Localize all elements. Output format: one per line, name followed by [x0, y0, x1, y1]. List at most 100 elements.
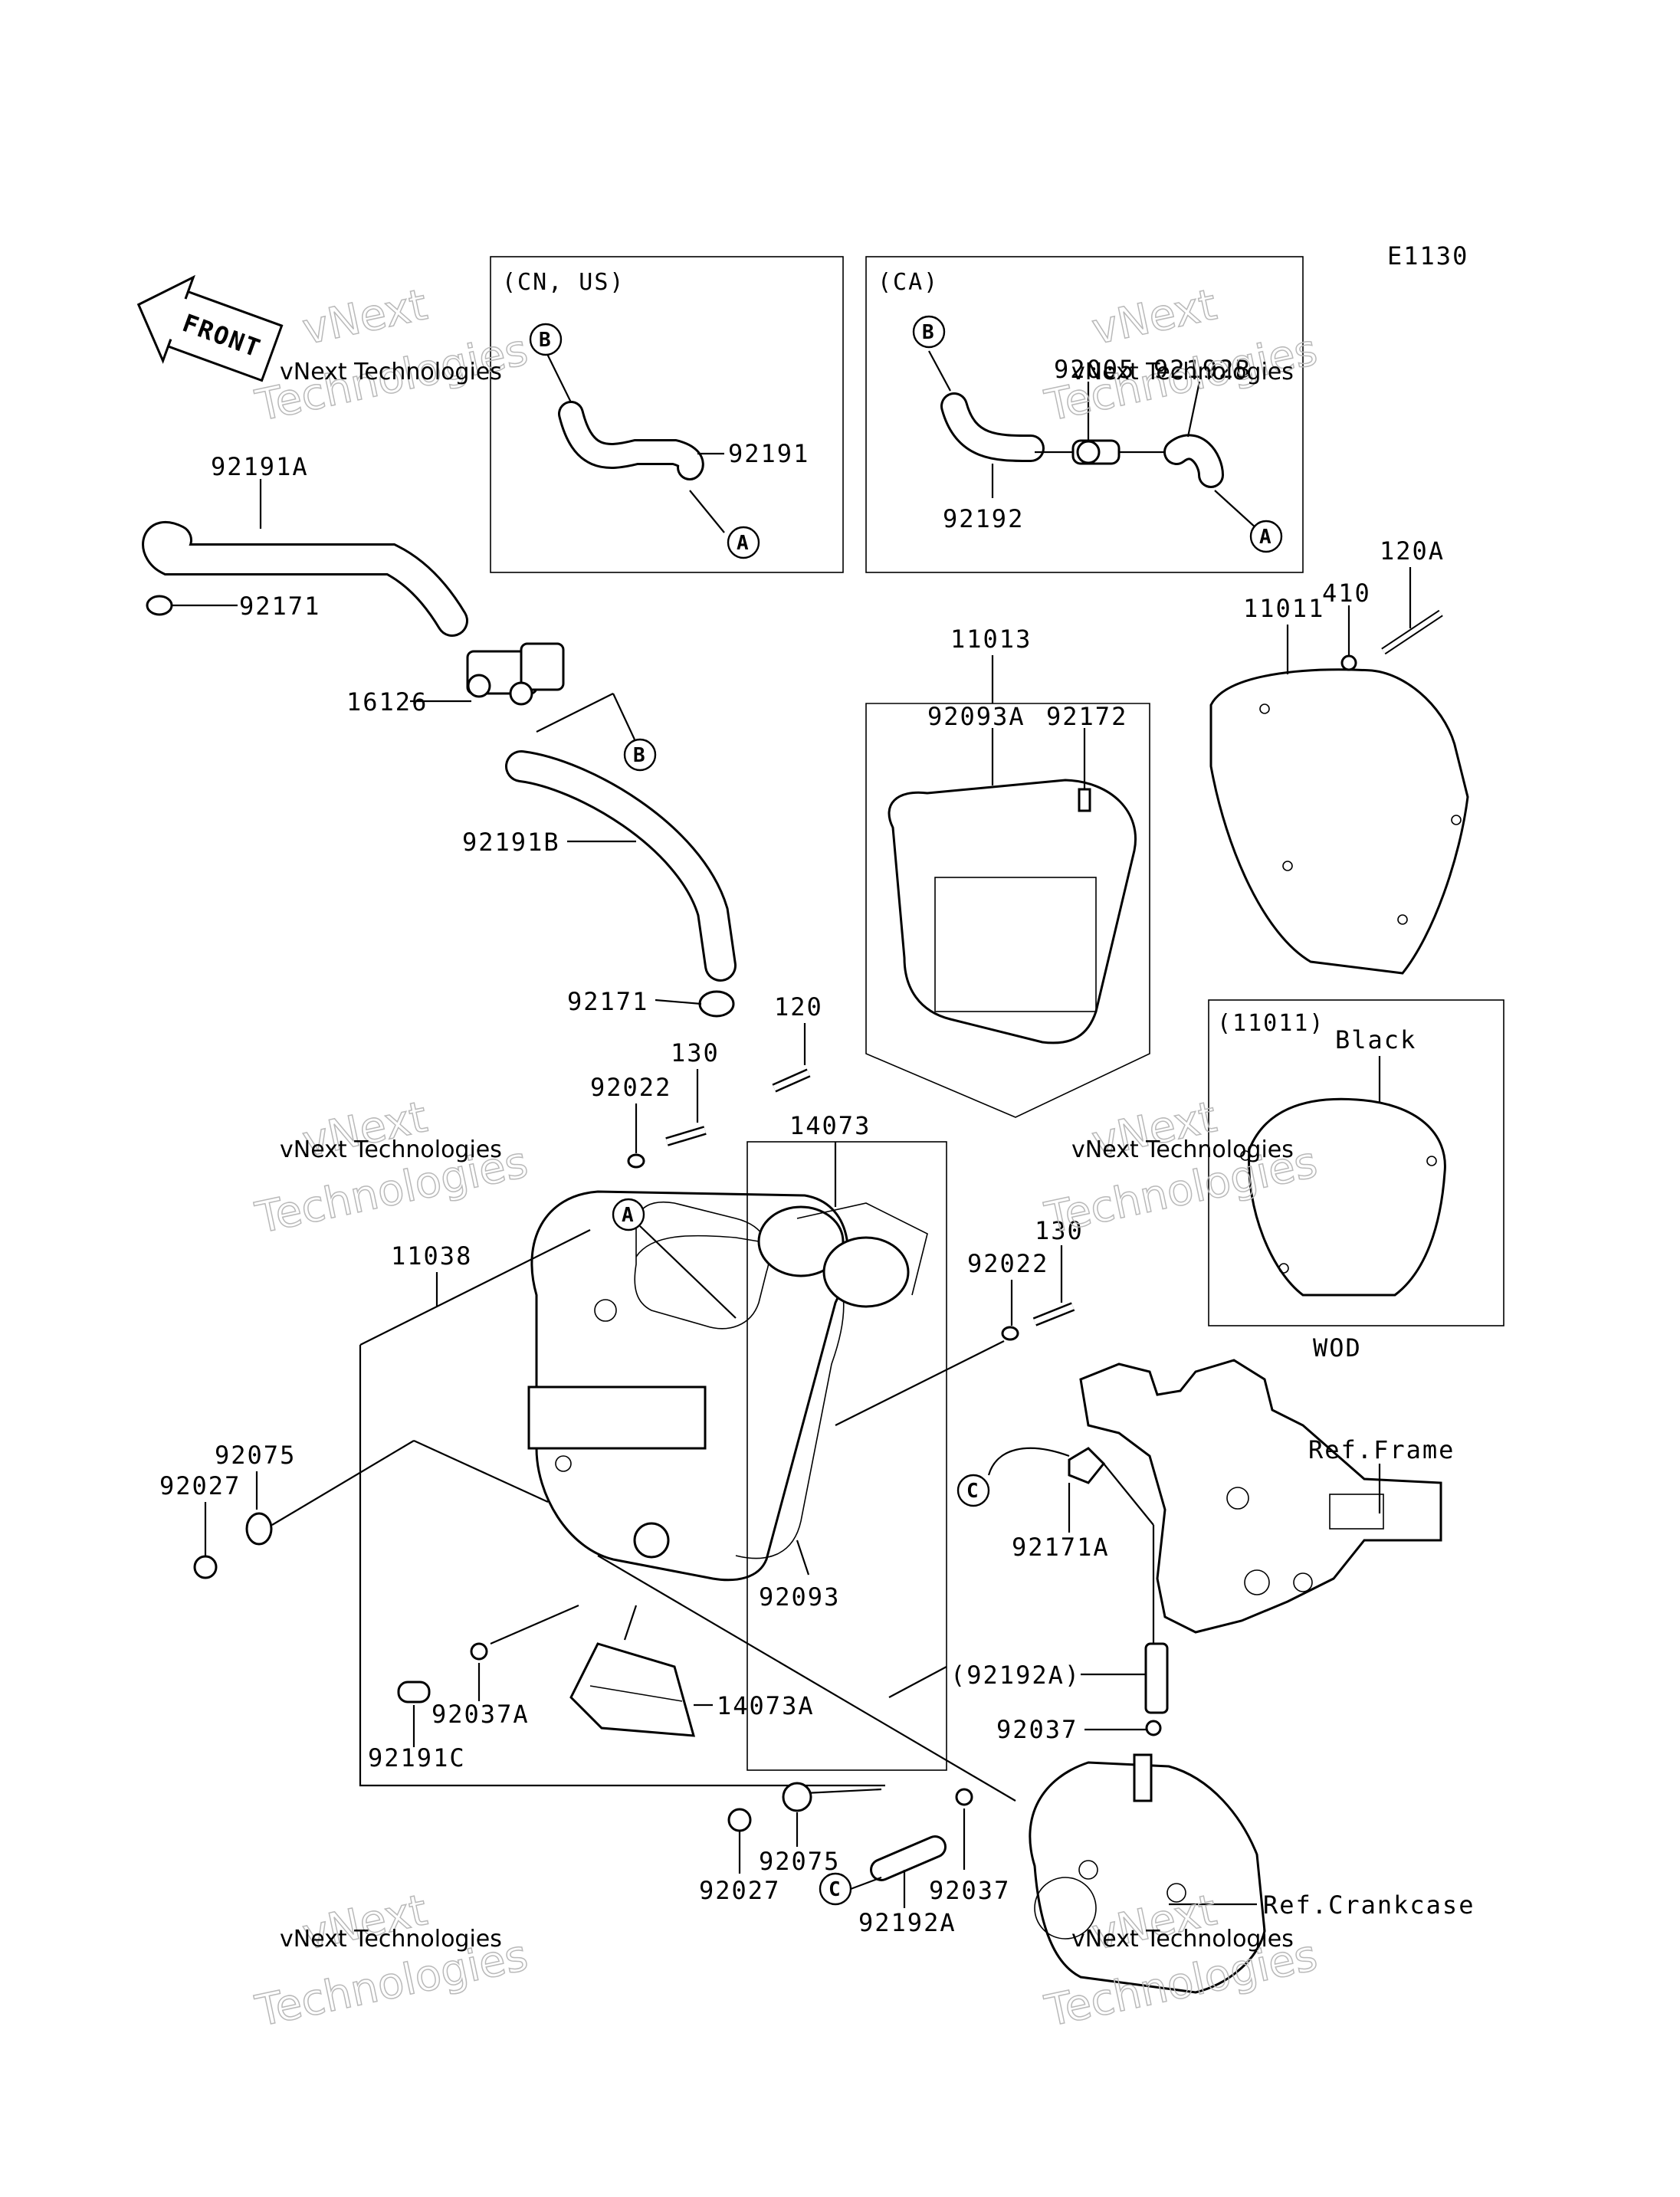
svg-text:120: 120	[774, 992, 823, 1021]
svg-text:92037: 92037	[929, 1876, 1010, 1905]
svg-text:92027: 92027	[159, 1471, 241, 1500]
tube-92192A-right	[1144, 1642, 1169, 1714]
svg-text:A: A	[622, 1204, 634, 1227]
washer-92022-right	[1001, 1326, 1019, 1341]
callout-b-ca: B	[912, 315, 946, 349]
callout-c-bottom: C	[819, 1872, 852, 1906]
washer-92022-left	[627, 1153, 645, 1169]
crankcase-section	[1029, 1753, 1266, 1994]
air-filter-element	[888, 779, 1137, 1044]
watermark-text-1: vNext Technologies	[280, 359, 502, 385]
watermark-text-6: vNext Technologies	[1071, 1926, 1294, 1953]
svg-text:92192B: 92192B	[1153, 355, 1252, 384]
svg-text:92005: 92005	[1054, 355, 1135, 384]
svg-text:14073: 14073	[789, 1111, 871, 1140]
filter-box-11013	[865, 703, 1150, 1118]
tube-92192A-bottom	[870, 1835, 947, 1881]
callout-c-frame: C	[956, 1474, 990, 1507]
svg-text:11011: 11011	[1243, 594, 1324, 623]
svg-text:92171A: 92171A	[1012, 1533, 1110, 1562]
svg-text:(92192A): (92192A)	[950, 1661, 1081, 1690]
grommet-92075-left	[245, 1512, 273, 1546]
svg-text:(11011): (11011)	[1217, 1010, 1324, 1037]
callout-b-valve: B	[623, 738, 657, 772]
svg-text:Ref.Frame: Ref.Frame	[1308, 1435, 1455, 1464]
plug-92027-bottom	[727, 1808, 752, 1832]
svg-text:vNext: vNext	[1088, 280, 1221, 355]
watermark-top-left: vNext Technologies	[251, 280, 533, 432]
svg-text:(CA): (CA)	[878, 269, 939, 296]
svg-text:B: B	[922, 321, 934, 344]
svg-text:92022: 92022	[967, 1249, 1048, 1278]
box-cover-variant: (11011) Black WOD	[1208, 999, 1504, 1362]
frame-section	[1079, 1359, 1442, 1634]
plug-92027-left	[193, 1555, 218, 1579]
svg-text:92027: 92027	[699, 1876, 780, 1905]
callout-b-cnus: B	[529, 323, 563, 356]
svg-text:92172: 92172	[1046, 702, 1127, 731]
valve-16126	[466, 642, 565, 706]
svg-text:vNext: vNext	[298, 280, 431, 355]
svg-text:92093A: 92093A	[927, 702, 1025, 731]
svg-text:92022: 92022	[590, 1073, 671, 1102]
svg-text:92093: 92093	[759, 1582, 840, 1612]
watermark-text-3: vNext Technologies	[280, 1136, 502, 1163]
clip-92037-bottom	[955, 1788, 973, 1806]
svg-text:B: B	[539, 329, 551, 352]
svg-text:92075: 92075	[759, 1847, 840, 1876]
svg-text:B: B	[633, 744, 645, 767]
callout-a-cnus: A	[727, 526, 760, 559]
svg-text:Black: Black	[1335, 1025, 1416, 1054]
box-ca: (CA) 92005 92192B 92192	[865, 256, 1304, 573]
watermark-text-2: vNext Technologies	[1071, 359, 1294, 385]
svg-text:92192A: 92192A	[858, 1908, 956, 1937]
svg-text:92192: 92192	[943, 504, 1024, 533]
svg-text:92191B: 92191B	[462, 828, 560, 857]
bolt-130-right	[1032, 1302, 1075, 1326]
diagram-code: E1130	[1387, 241, 1468, 271]
clip-92171A	[1068, 1447, 1106, 1484]
hose-92191B	[505, 750, 737, 982]
svg-text:92075: 92075	[215, 1441, 296, 1470]
box-cn-us: (CN, US) 92191	[490, 256, 844, 573]
svg-text:92171: 92171	[239, 592, 320, 621]
cover-black-variant	[1248, 1097, 1446, 1297]
clip-92037A	[470, 1642, 488, 1661]
bolt-120A	[1381, 609, 1443, 655]
svg-text:A: A	[1259, 526, 1271, 549]
svg-text:C: C	[966, 1480, 979, 1503]
svg-text:(CN, US): (CN, US)	[502, 269, 625, 296]
watermark-text-4: vNext Technologies	[1071, 1136, 1294, 1163]
svg-text:92171: 92171	[567, 987, 648, 1016]
clamp-92171-mid	[698, 990, 735, 1018]
svg-text:120A: 120A	[1380, 536, 1445, 566]
hose-92191A	[142, 521, 468, 637]
svg-text:11013: 11013	[950, 625, 1032, 654]
clip-92037-right	[1145, 1720, 1162, 1736]
svg-text:92191: 92191	[728, 439, 809, 468]
watermark-top-right: vNext Technologies	[1040, 280, 1322, 432]
svg-text:130: 130	[671, 1038, 720, 1067]
watermark-text-5: vNext Technologies	[280, 1926, 502, 1953]
grommet-92075-bottom	[782, 1782, 812, 1812]
svg-text:92037A: 92037A	[431, 1700, 530, 1729]
duct-14073	[746, 1141, 947, 1771]
svg-text:C: C	[829, 1878, 841, 1901]
svg-text:130: 130	[1035, 1216, 1084, 1245]
svg-text:92191C: 92191C	[368, 1743, 466, 1772]
clamp-92171-top	[146, 595, 173, 616]
svg-text:Ref.Crankcase: Ref.Crankcase	[1263, 1890, 1475, 1920]
svg-text:WOD: WOD	[1313, 1333, 1362, 1362]
washer-410	[1340, 654, 1357, 671]
svg-text:410: 410	[1322, 579, 1371, 608]
callout-a-ca: A	[1249, 520, 1283, 553]
svg-text:16126: 16126	[346, 687, 428, 716]
callout-a-housing: A	[612, 1198, 645, 1231]
svg-text:92037: 92037	[996, 1715, 1078, 1744]
svg-text:11038: 11038	[391, 1241, 472, 1271]
front-arrow-icon: FRONT	[136, 274, 284, 382]
svg-text:14073A: 14073A	[717, 1691, 815, 1720]
bolt-130-left	[665, 1126, 707, 1146]
svg-text:92191A: 92191A	[211, 452, 309, 481]
